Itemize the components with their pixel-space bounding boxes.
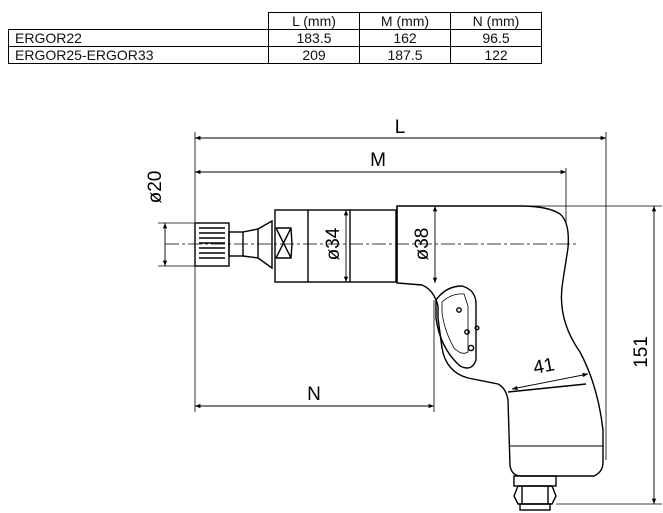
- table-cell-model: ERGOR22: [8, 29, 269, 47]
- front-housing: [274, 209, 397, 283]
- air-inlet: [513, 475, 557, 487]
- table-cell-n: 122: [450, 46, 542, 64]
- dim-label-34: ø34: [323, 227, 344, 260]
- table-header-m: M (mm): [359, 12, 451, 30]
- trigger: [435, 285, 477, 369]
- table-cell-model: ERGOR25-ERGOR33: [8, 46, 269, 64]
- dimension-annotations: L M N ø20 ø34 ø38 41 151: [145, 117, 657, 504]
- dim-label-m: M: [370, 150, 386, 171]
- collet: [194, 222, 230, 267]
- dim-label-20: ø20: [145, 171, 166, 204]
- dim-label-38: ø38: [412, 228, 433, 261]
- dim-label-n: N: [307, 384, 321, 405]
- dim-line-41: [511, 372, 589, 391]
- dimensions-table: L (mm) M (mm) N (mm) ERGOR22 183.5 162 9…: [8, 12, 542, 64]
- dim-label-l: L: [395, 117, 406, 138]
- pistol-body: [396, 205, 604, 477]
- dim-label-41: 41: [532, 354, 557, 379]
- table-row: ERGOR25-ERGOR33 209 187.5 122: [8, 46, 542, 64]
- table-cell-l: 209: [268, 46, 360, 64]
- dim-label-151: 151: [631, 336, 652, 368]
- extension-lines: [158, 132, 662, 505]
